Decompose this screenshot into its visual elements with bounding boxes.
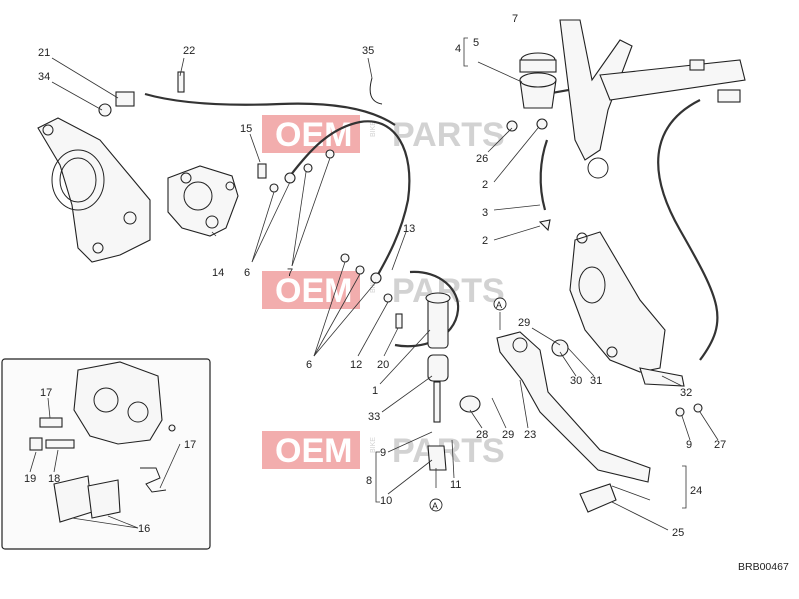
brake-pad — [87, 479, 121, 519]
connector — [689, 59, 705, 71]
callout-29: 29 — [502, 429, 514, 441]
callout-32: 32 — [680, 387, 692, 399]
master-cylinder — [425, 292, 451, 471]
callout-3: 3 — [482, 207, 488, 219]
watermark-left-text: OEM — [275, 432, 352, 470]
inset-spring-clip — [140, 467, 167, 493]
callout-12: 12 — [350, 359, 362, 371]
callout-23: 23 — [524, 429, 536, 441]
callout-10: 10 — [380, 495, 392, 507]
callout-17: 17 — [184, 439, 196, 451]
inset-pin — [39, 417, 63, 428]
frame-section — [559, 19, 746, 179]
callout-25: 25 — [672, 527, 684, 539]
inset-detail — [1, 358, 211, 550]
callout-14: 14 — [212, 267, 224, 279]
callout-34: 34 — [38, 71, 50, 83]
callout-30: 30 — [570, 375, 582, 387]
watermark-small-text: BIKE — [370, 121, 377, 137]
brake-pedal — [459, 331, 651, 513]
callout-6: 6 — [244, 267, 250, 279]
marker-a-bottom: A — [429, 498, 443, 512]
inset-bleeder — [29, 437, 43, 451]
callout-8: 8 — [366, 475, 372, 487]
footrest-bracket — [569, 231, 685, 387]
callout-16: 16 — [138, 523, 150, 535]
callout-4: 4 — [455, 43, 461, 55]
fluid-reservoir — [519, 52, 557, 109]
watermark-band — [262, 115, 360, 153]
watermark-band — [262, 431, 360, 469]
caliper-bracket — [37, 117, 151, 263]
leader-lines — [51, 37, 719, 531]
callout-26: 26 — [476, 153, 488, 165]
callout-28: 28 — [476, 429, 488, 441]
callout-2: 2 — [482, 235, 488, 247]
callout-18: 18 — [48, 473, 60, 485]
callout-24: 24 — [690, 485, 702, 497]
marker-a-label: A — [496, 300, 502, 310]
callout-21: 21 — [38, 47, 50, 59]
callout-19: 19 — [24, 473, 36, 485]
callout-7: 7 — [512, 13, 518, 25]
callout-13: 13 — [403, 223, 415, 235]
callout-17: 17 — [40, 387, 52, 399]
callout-9: 9 — [686, 439, 692, 451]
rear-brake-caliper — [167, 165, 239, 237]
watermark-right-text: PARTS — [392, 116, 505, 154]
callout-1: 1 — [372, 385, 378, 397]
callout-5: 5 — [473, 37, 479, 49]
callout-2: 2 — [482, 179, 488, 191]
callout-9: 9 — [380, 447, 386, 459]
callout-15: 15 — [240, 123, 252, 135]
boot — [427, 354, 449, 382]
callout-7: 7 — [287, 267, 293, 279]
callout-35: 35 — [362, 45, 374, 57]
callout-27: 27 — [714, 439, 726, 451]
callout-11: 11 — [450, 479, 461, 491]
watermark: OEM PARTS BIKE OEM PARTS BIKE OEM PARTS … — [262, 115, 505, 470]
callout-6: 6 — [306, 359, 312, 371]
callout-31: 31 — [590, 375, 602, 387]
callout-22: 22 — [183, 45, 195, 57]
connector — [717, 89, 741, 103]
watermark-small-text: BIKE — [370, 437, 377, 453]
callout-33: 33 — [368, 411, 380, 423]
callout-29: 29 — [518, 317, 530, 329]
marker-a-top: A — [493, 297, 507, 311]
inset-bleeder-cap — [45, 439, 75, 449]
drawing-code: BRB00467 — [738, 561, 789, 573]
marker-a-label: A — [432, 501, 438, 511]
watermark-right-text: PARTS — [392, 432, 505, 470]
callout-20: 20 — [377, 359, 389, 371]
